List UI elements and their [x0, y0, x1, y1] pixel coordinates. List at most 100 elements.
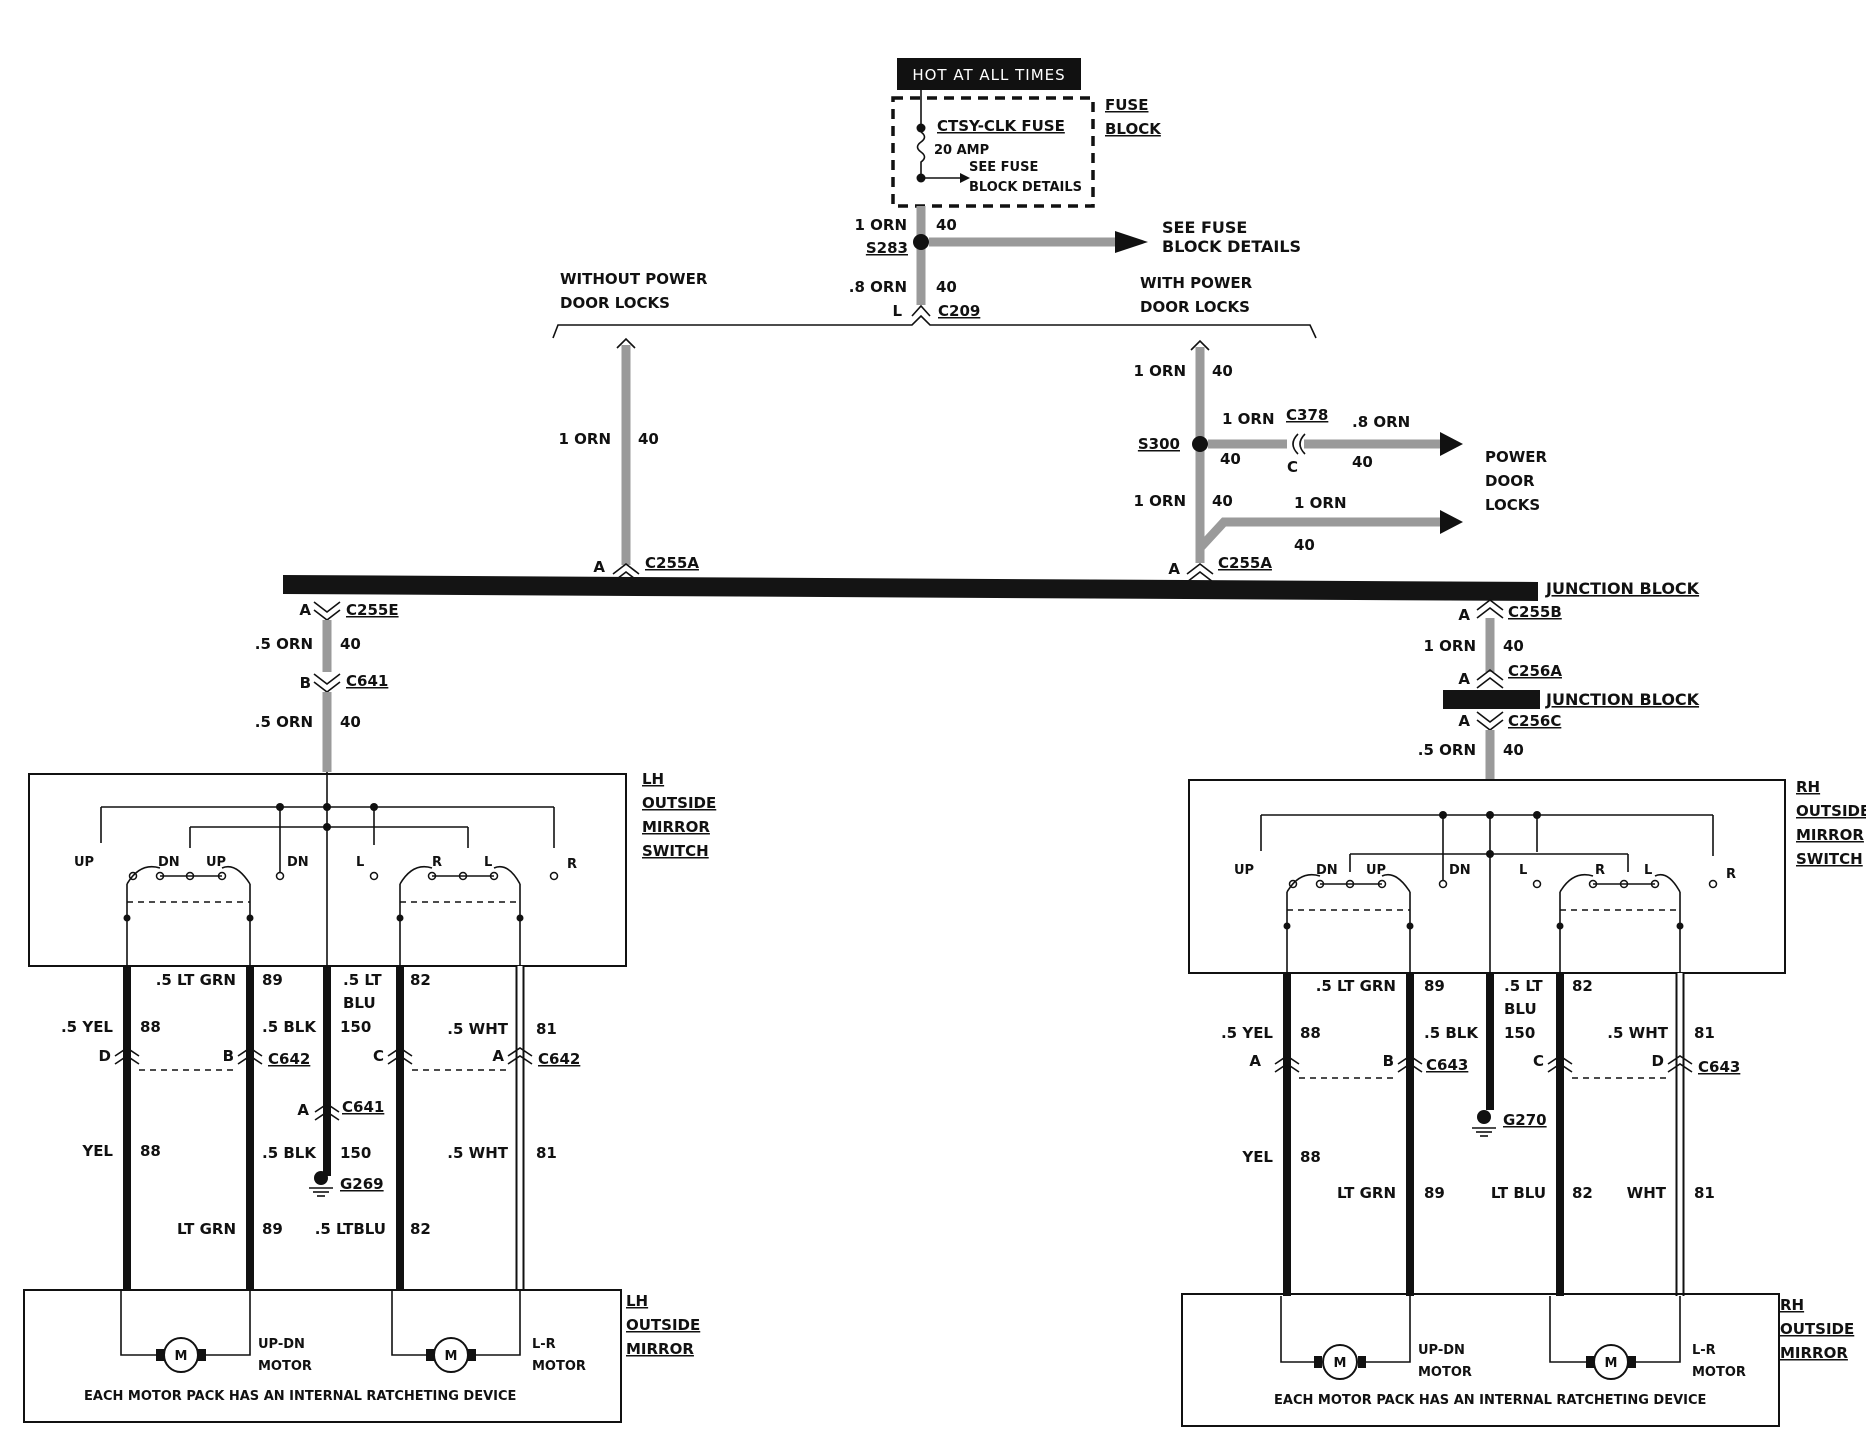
rh-motor-m-1: M	[1334, 1356, 1347, 1371]
see-fuse-details-2: BLOCK DETAILS	[1162, 237, 1301, 256]
lh-w-5wht-b: .5 WHT	[447, 1144, 508, 1162]
rh-sw-dn-1: DN	[1316, 863, 1338, 878]
lh-w-5ltgrn: .5 LT GRN	[156, 971, 236, 989]
lh-updn-motor-1: UP-DN	[258, 1337, 305, 1352]
lh-sw-up-1: UP	[74, 855, 94, 870]
option-bracket: WITHOUT POWER DOOR LOCKS WITH POWER DOOR…	[552, 270, 1317, 339]
see-fuse-details-1: SEE FUSE	[1162, 218, 1247, 237]
lh-switch-label-3: MIRROR	[642, 818, 710, 836]
rh-sw-r-2: R	[1726, 867, 1736, 882]
lh-gnd-c641: C641	[342, 1098, 384, 1116]
lh-c642-pin-a: A	[492, 1047, 504, 1065]
lock-feed-wire: 1 ORN	[1294, 494, 1347, 512]
lh-c642-pin-c: C	[373, 1047, 384, 1065]
lh-feed: A C255E .5 ORN 40 B C641 .5 ORN 40	[255, 601, 399, 772]
rh-c643-pin-c: C	[1533, 1052, 1544, 1070]
branch-without-locks: 1 ORN 40 A C255A	[558, 337, 699, 583]
rh-harness: .5 LT GRN 89 .5 LT BLU 82 .5 YEL 88 .5 B…	[1221, 973, 1740, 1296]
c255a-right-pin: A	[1168, 560, 1180, 578]
hot-at-all-times-label: HOT AT ALL TIMES	[912, 66, 1065, 84]
lh-sw-dn-1: DN	[158, 855, 180, 870]
rh-switch-label-2: OUTSIDE	[1796, 802, 1866, 820]
rh-c-82b: 82	[1572, 1184, 1593, 1202]
feed-circuit: 40	[936, 216, 957, 234]
rh-w-5yel: .5 YEL	[1221, 1024, 1273, 1042]
rh-w-5lt: .5 LT	[1504, 977, 1543, 995]
lh-c642-label-2: C642	[538, 1050, 580, 1068]
lh-w-5yel: .5 YEL	[61, 1018, 113, 1036]
rh-c643-pin-d: D	[1652, 1052, 1664, 1070]
rh-switch-label-3: MIRROR	[1796, 826, 1864, 844]
lh-switch-label-1: LH	[642, 770, 664, 788]
lh-sw-up-2: UP	[206, 855, 226, 870]
junction-block: JUNCTION BLOCK	[283, 575, 1700, 601]
without-power-locks-2: DOOR LOCKS	[560, 294, 670, 312]
rh-w-ltblu: LT BLU	[1491, 1184, 1546, 1202]
lock-feed-circuit: 40	[1294, 536, 1315, 554]
right-branch-circuit-low: 40	[1212, 492, 1233, 510]
lh-sw-r-1: R	[432, 855, 442, 870]
c256a-label: C256A	[1508, 662, 1562, 680]
rh-motor-m-2: M	[1605, 1356, 1618, 1371]
lh-w-yel: YEL	[81, 1142, 113, 1160]
s300-circuit-a: 40	[1220, 450, 1241, 468]
lh-w-5ltblu: .5 LTBLU	[315, 1220, 386, 1238]
lh-w-ltgrn: LT GRN	[177, 1220, 236, 1238]
left-branch-circuit: 40	[638, 430, 659, 448]
rh-w-wht: WHT	[1627, 1184, 1667, 1202]
splice-s300-label: S300	[1138, 435, 1180, 453]
lh-c-88b: 88	[140, 1142, 161, 1160]
rh-c643-label-1: C643	[1426, 1056, 1468, 1074]
power-source: HOT AT ALL TIMES	[897, 58, 1081, 90]
lh-c642-label-1: C642	[268, 1050, 310, 1068]
lh-lr-motor-1: L-R	[532, 1337, 556, 1352]
fuse-block-label: FUSE	[1105, 96, 1148, 114]
without-power-locks-1: WITHOUT POWER	[560, 270, 708, 288]
c641-label: C641	[346, 672, 388, 690]
rh-c643-pin-a: A	[1249, 1052, 1261, 1070]
lh-w-5blk-b: .5 BLK	[262, 1144, 317, 1162]
lh-lr-motor-2: MOTOR	[532, 1359, 586, 1374]
s300-wire-a: 1 ORN	[1222, 410, 1275, 428]
see-fuse-text: SEE FUSE	[969, 160, 1038, 175]
c209-label: C209	[938, 302, 980, 320]
power-door-locks-1: POWER	[1485, 448, 1548, 466]
branch-with-locks: 1 ORN 40 S300 1 ORN 40 C378 C .8 ORN 40 …	[1133, 339, 1548, 583]
lh-mirror-switch: LH OUTSIDE MIRROR SWITCH	[28, 770, 716, 967]
lh-sw-l-1: L	[356, 855, 364, 870]
block-details-text: BLOCK DETAILS	[969, 180, 1082, 195]
splice-s300	[1192, 436, 1208, 452]
lh-feed-circuit-2: 40	[340, 713, 361, 731]
rh-c643-pin-b: B	[1383, 1052, 1394, 1070]
rh-lr-motor-2: MOTOR	[1692, 1365, 1746, 1380]
feed-circuit-2: 40	[936, 278, 957, 296]
c256a-pin: A	[1458, 670, 1470, 688]
main-feed: 1 ORN 40 S283 .8 ORN 40 SEE FUSE BLOCK D…	[849, 206, 1301, 320]
lh-motor-m-2: M	[445, 1349, 458, 1364]
rh-c-150: 150	[1504, 1024, 1535, 1042]
rh-updn-motor-2: MOTOR	[1418, 1365, 1472, 1380]
lh-gnd-pin: A	[297, 1101, 309, 1119]
c255a-left-label: C255A	[645, 554, 699, 572]
lh-harness: .5 LT GRN 89 .5 LT BLU 82 .5 YEL 88 .5 B…	[61, 966, 580, 1290]
left-branch-wire: 1 ORN	[558, 430, 611, 448]
fuse-block-label-2: BLOCK	[1105, 120, 1162, 138]
c641-pin: B	[300, 674, 311, 692]
lh-mirror-label-3: MIRROR	[626, 1340, 694, 1358]
rh-w-yel: YEL	[1241, 1148, 1273, 1166]
c255a-right-label: C255A	[1218, 554, 1272, 572]
rh-mirror-switch: RH OUTSIDE MIRROR SWITCH	[1188, 778, 1866, 974]
rh-outside-mirror: RH OUTSIDE MIRROR M M UP-DN MOTOR L-R MO…	[1181, 1293, 1854, 1427]
rh-c-81: 81	[1694, 1024, 1715, 1042]
rh-w-blu: BLU	[1504, 1000, 1537, 1018]
right-branch-wire: 1 ORN	[1133, 362, 1186, 380]
lh-c-82b: 82	[410, 1220, 431, 1238]
rh-sw-l-2: L	[1644, 863, 1652, 878]
splice-s283-label: S283	[866, 239, 908, 257]
rh-w-5ltgrn: .5 LT GRN	[1316, 977, 1396, 995]
rh-updn-motor-1: UP-DN	[1418, 1343, 1465, 1358]
lh-sw-dn-2: DN	[287, 855, 309, 870]
c256c-pin: A	[1458, 712, 1470, 730]
power-door-locks-2: DOOR	[1485, 472, 1535, 490]
rh-sw-r-1: R	[1595, 863, 1605, 878]
